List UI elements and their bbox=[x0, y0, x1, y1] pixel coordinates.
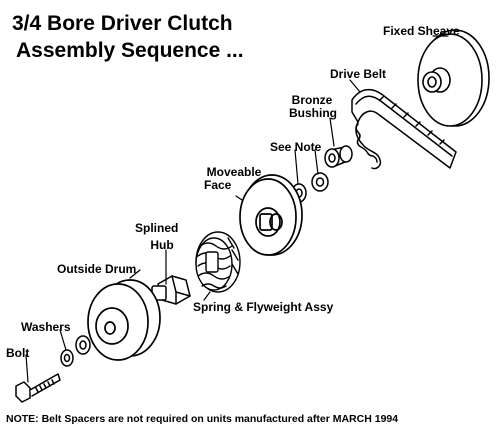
label-spring-flyweight: Spring & Flyweight Assy bbox=[193, 300, 334, 314]
washers-part bbox=[60, 335, 91, 367]
drive-belt-part bbox=[351, 88, 457, 170]
fixed-sheave-part bbox=[417, 29, 490, 127]
splined-hub-part bbox=[151, 275, 191, 305]
label-bronze-bushing-line2: Bushing bbox=[289, 106, 337, 120]
label-drive-belt: Drive Belt bbox=[330, 67, 387, 81]
spring-flyweight-part bbox=[195, 231, 241, 293]
diagram-title-line2: Assembly Sequence ... bbox=[16, 39, 244, 62]
diagram-title-line1: 3/4 Bore Driver Clutch bbox=[12, 12, 233, 35]
footnote: NOTE: Belt Spacers are not required on u… bbox=[6, 413, 399, 425]
bolt-part bbox=[15, 373, 61, 403]
label-see-note: See Note bbox=[270, 140, 322, 154]
label-washers: Washers bbox=[21, 320, 71, 334]
label-moveable-face-line1: Moveable bbox=[206, 165, 262, 179]
label-moveable-face-line2: Face bbox=[204, 178, 232, 192]
outside-drum-part bbox=[87, 279, 161, 361]
label-splined-hub-line1: Splined bbox=[135, 221, 179, 235]
leader-lines bbox=[25, 35, 449, 383]
label-bolt: Bolt bbox=[6, 346, 30, 360]
moveable-face-part bbox=[239, 174, 303, 256]
label-splined-hub-line2: Hub bbox=[150, 238, 174, 252]
label-bronze-bushing-line1: Bronze bbox=[291, 93, 333, 107]
label-fixed-sheave: Fixed Sheave bbox=[383, 24, 460, 38]
bronze-bushing-part bbox=[324, 145, 353, 168]
label-outside-drum: Outside Drum bbox=[57, 262, 137, 276]
